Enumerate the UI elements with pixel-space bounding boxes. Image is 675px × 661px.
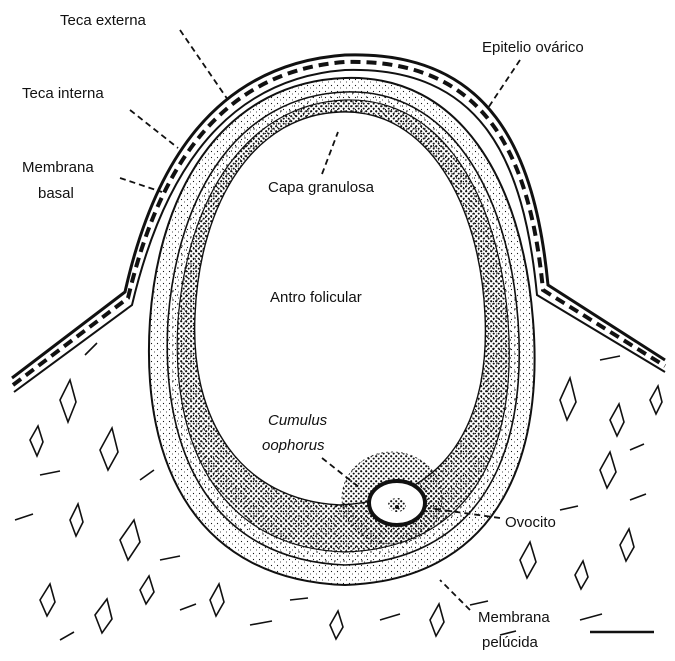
leader-membrana-pelucida: [440, 580, 470, 610]
label-capa-granulosa: Capa granulosa: [268, 179, 375, 196]
label-ovocito: Ovocito: [505, 514, 556, 531]
label-antro-folicular: Antro folicular: [270, 289, 362, 306]
oocyte: [369, 481, 425, 525]
leader-teca-externa: [180, 30, 228, 100]
label-membrana-pelucida-line1: Membrana: [478, 609, 550, 626]
leader-teca-interna: [130, 110, 178, 148]
label-teca-externa: Teca externa: [60, 12, 147, 29]
leader-membrana-basal: [120, 178, 162, 192]
label-teca-interna: Teca interna: [22, 85, 104, 102]
label-membrana-basal-line1: Membrana: [22, 159, 94, 176]
label-cumulus-line1: Cumulus: [268, 412, 328, 429]
label-membrana-pelucida-line2: pelúcida: [482, 634, 539, 651]
leader-epitelio: [488, 60, 520, 108]
antrum: [195, 112, 486, 505]
label-cumulus-line2: oophorus: [262, 437, 325, 454]
label-epitelio-ovarico: Epitelio ovárico: [482, 39, 584, 56]
label-membrana-basal-line2: basal: [38, 185, 74, 202]
